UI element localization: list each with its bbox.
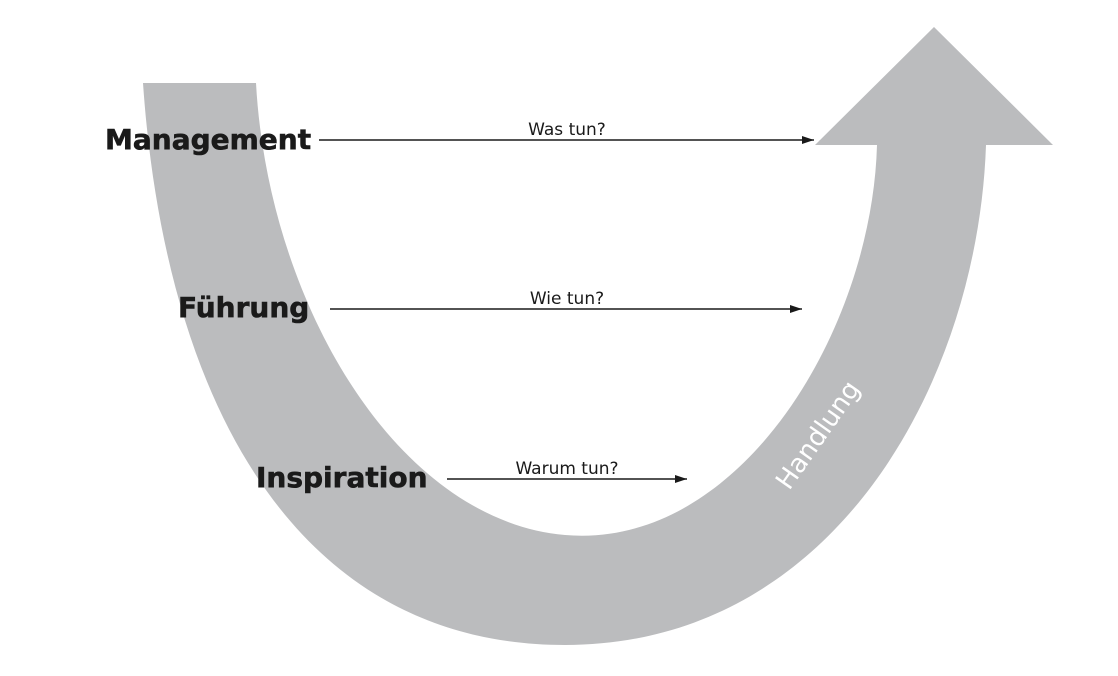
level-label-management: Management: [105, 123, 311, 156]
level-label-fuehrung: Führung: [178, 291, 309, 324]
level-inspiration: Inspiration Warum tun?: [256, 459, 687, 494]
level-fuehrung: Führung Wie tun?: [178, 289, 802, 324]
question-label-warum: Warum tun?: [515, 459, 618, 479]
level-label-inspiration: Inspiration: [256, 461, 428, 494]
level-management: Management Was tun?: [105, 120, 814, 156]
question-label-wie: Wie tun?: [530, 289, 604, 309]
handlung-u-arrow: [143, 27, 1053, 645]
question-label-was: Was tun?: [528, 120, 606, 140]
